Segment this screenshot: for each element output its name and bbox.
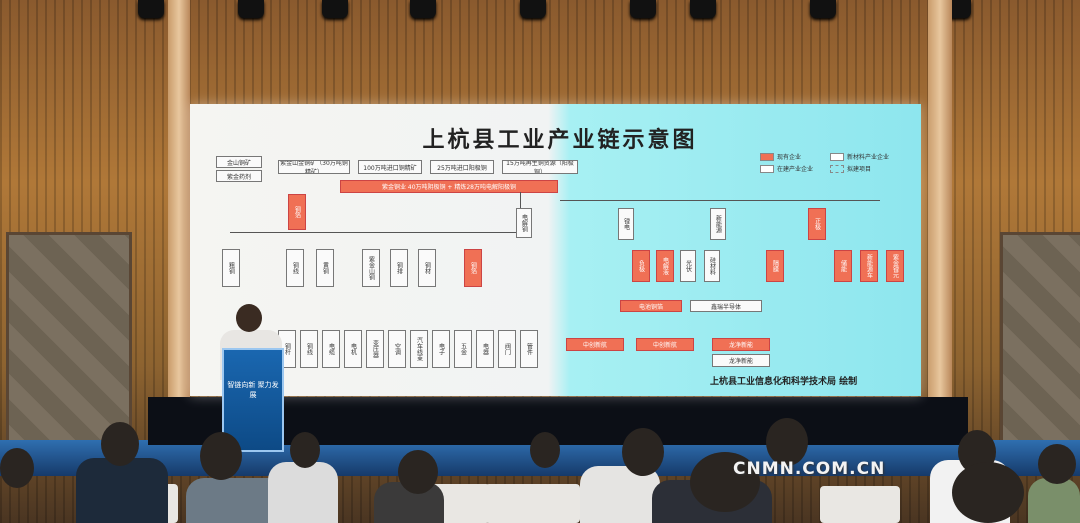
chain-node-red: 中创新航 xyxy=(566,338,624,351)
site-watermark: CNMN.COM.CN xyxy=(733,459,886,479)
chain-node-red: 正极 xyxy=(808,208,826,240)
chain-node: 15万吨再生铜资源（阳极铜） xyxy=(502,160,578,174)
bottom-node: 管件 xyxy=(520,330,538,368)
chain-node: 鑫瑞半导体 xyxy=(690,300,762,312)
bottom-node: 电缆 xyxy=(322,330,340,368)
ceiling-spotlight xyxy=(138,0,164,18)
slide-credit: 上杭县工业信息化和科学技术局 绘制 xyxy=(710,377,858,387)
legend-item: 现有企业 xyxy=(760,152,801,161)
bottom-node: 铜线 xyxy=(300,330,318,368)
chain-node-red: 负极 xyxy=(632,250,650,282)
bottom-node: 汽车线束 xyxy=(410,330,428,368)
chain-node: 紫金药剂 xyxy=(216,170,262,182)
right-door xyxy=(1000,232,1080,453)
chain-node: 黄铜 xyxy=(316,249,334,287)
audience-member xyxy=(268,462,338,523)
audience-head xyxy=(290,432,320,468)
connector xyxy=(230,232,530,233)
chain-node: 粗铜 xyxy=(222,249,240,287)
wall-pillar xyxy=(928,0,952,440)
legend-item: 拟建项目 xyxy=(830,164,871,173)
stage xyxy=(148,397,968,445)
chain-node-red: 电池铜箔 xyxy=(620,300,682,312)
audience-head xyxy=(952,462,1024,523)
wall-pillar xyxy=(168,0,190,440)
audience-chair xyxy=(485,484,580,523)
audience-head xyxy=(101,422,139,466)
chain-node: 金山铜矿 xyxy=(216,156,262,168)
chain-node-red: 隔膜 xyxy=(766,250,784,282)
audience-head xyxy=(530,432,560,468)
ceiling-spotlight xyxy=(238,0,264,18)
chain-node-red: 新能源车 xyxy=(860,250,878,282)
slide-title: 上杭县工业产业链示意图 xyxy=(422,128,698,153)
bottom-node: 阀门 xyxy=(498,330,516,368)
chain-node: 电解铜 xyxy=(516,208,532,238)
chain-node: 铜线 xyxy=(286,249,304,287)
audience-head xyxy=(690,452,760,512)
bottom-node: 变压器 xyxy=(366,330,384,368)
chain-node-red: 电解液 xyxy=(656,250,674,282)
audience-head xyxy=(200,432,242,480)
audience-head xyxy=(398,450,438,494)
chain-node: 紫金山金铜矿（30万吨铜精矿） xyxy=(278,160,350,174)
left-door xyxy=(6,232,132,453)
main-smelter-node: 紫金铜业 40万吨阴极铜 + 精炼28万吨电解阳极铜 xyxy=(340,180,558,193)
audience-head xyxy=(622,428,664,476)
chain-node-red: 中创新航 xyxy=(636,338,694,351)
legend-item: 新材料产业企业 xyxy=(830,152,889,161)
audience-chair xyxy=(820,486,900,523)
audience-member xyxy=(1028,478,1080,523)
chain-node: 25万吨进口阳极铜 xyxy=(430,160,494,174)
legend-item: 在建产业企业 xyxy=(760,164,813,173)
chain-node: 龙净新能 xyxy=(712,354,770,367)
bottom-node: 电器 xyxy=(476,330,494,368)
audience-head xyxy=(1038,444,1076,484)
connector xyxy=(560,200,880,201)
chain-node-red: 储能 xyxy=(834,250,852,282)
ceiling-spotlight xyxy=(690,0,716,18)
bottom-node: 电机 xyxy=(344,330,362,368)
chain-node-red: 铜箔 xyxy=(464,249,482,287)
ceiling-spotlight xyxy=(630,0,656,18)
chain-node-red: 铜箔 xyxy=(288,194,306,230)
chain-node-red: 紫金锂元 xyxy=(886,250,904,282)
speaker-head xyxy=(236,304,262,332)
audience-member xyxy=(76,458,168,523)
bottom-node: 空调 xyxy=(388,330,406,368)
chain-node: 锂电 xyxy=(618,208,634,240)
chain-node: 铜排 xyxy=(390,249,408,287)
bottom-node: 电子 xyxy=(432,330,450,368)
chain-node: 铜材 xyxy=(418,249,436,287)
chain-node-red: 龙净新能 xyxy=(712,338,770,351)
audience-head xyxy=(0,448,34,488)
chain-node: 紫金山铜 xyxy=(362,249,380,287)
chain-node: 光伏 xyxy=(680,250,696,282)
ceiling-spotlight xyxy=(520,0,546,18)
podium-slogan: 智链向新 聚力发展 xyxy=(227,381,279,399)
chain-node: 硅材料 xyxy=(704,250,720,282)
bottom-node: 五金 xyxy=(454,330,472,368)
ceiling-spotlight xyxy=(810,0,836,18)
ceiling-spotlight xyxy=(322,0,348,18)
chain-node: 新能源 xyxy=(710,208,726,240)
audience-head xyxy=(766,418,808,466)
projection-screen: 上杭县工业产业链示意图 现有企业 新材料产业企业 在建产业企业 拟建项目 金山铜… xyxy=(190,104,921,396)
chain-node: 100万吨进口铜精矿 xyxy=(358,160,422,174)
podium: 智链向新 聚力发展 xyxy=(222,348,284,452)
ceiling-spotlight xyxy=(410,0,436,18)
